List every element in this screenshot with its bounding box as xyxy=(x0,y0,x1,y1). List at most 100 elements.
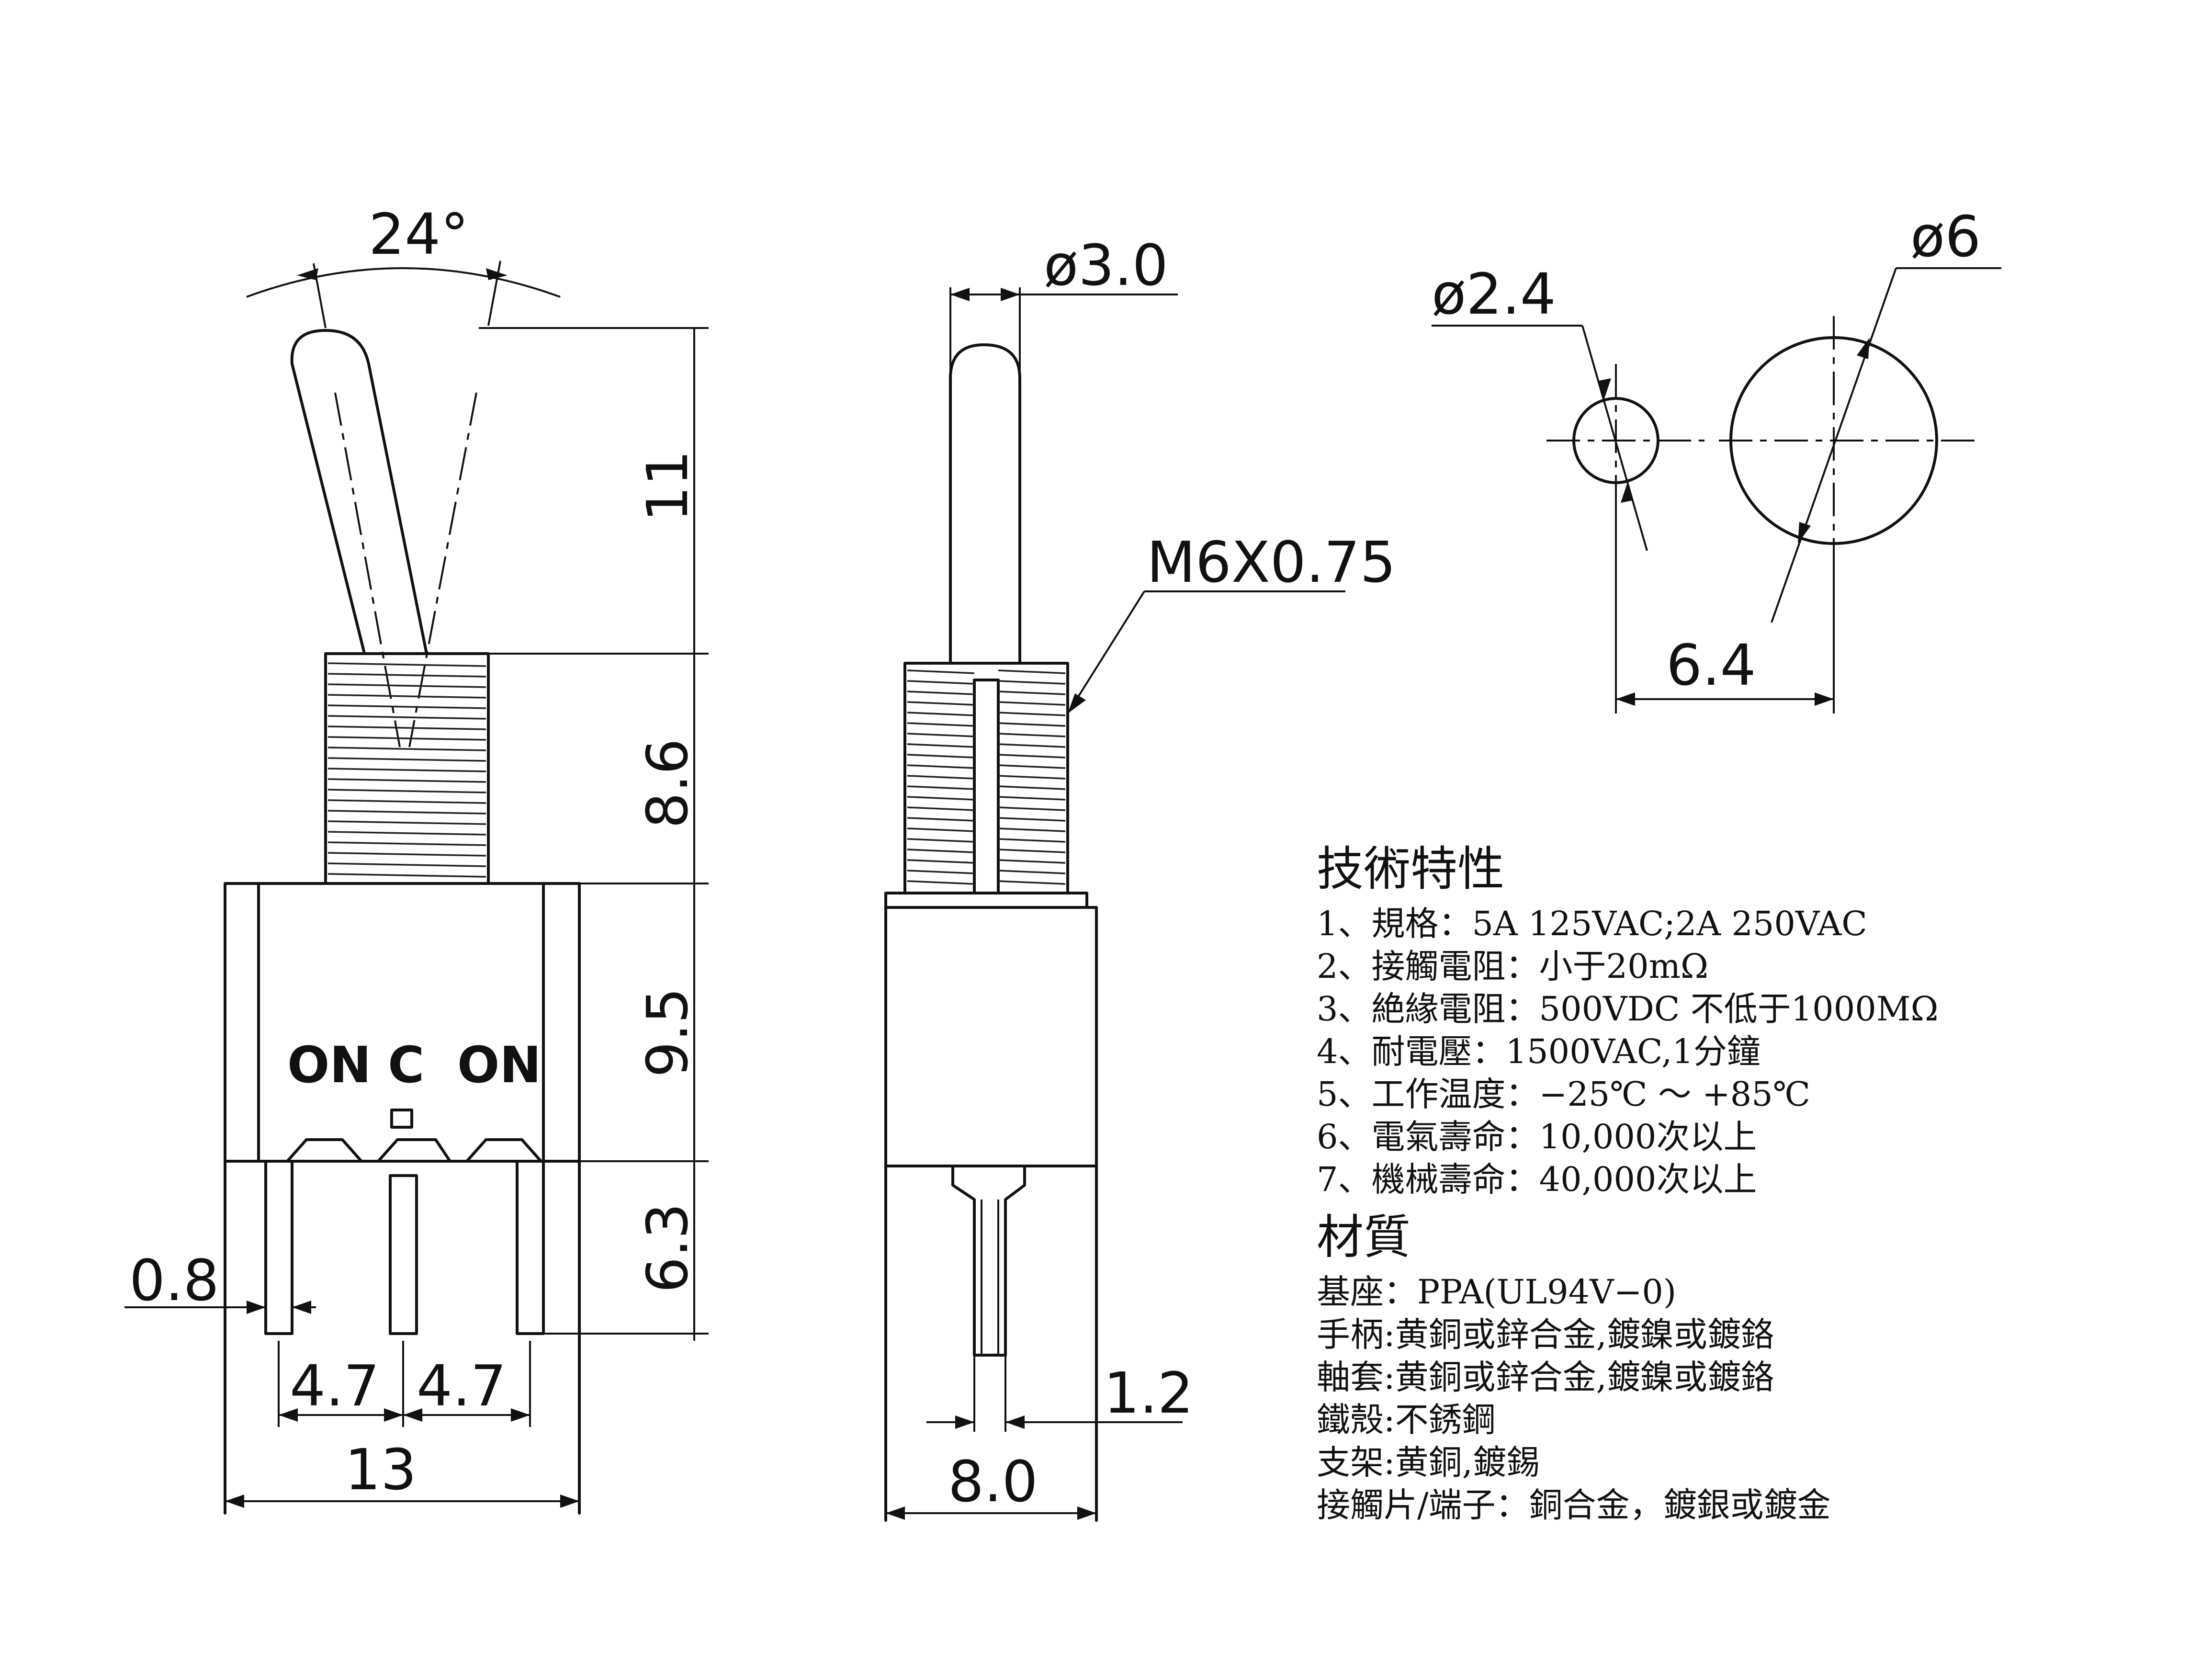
thread-line xyxy=(998,691,1066,695)
lever xyxy=(290,329,428,653)
front-view: 24° ON C ON 11 8.6 9.5 6.3 xyxy=(124,201,709,1515)
thread-line xyxy=(907,680,975,685)
thread-line xyxy=(327,810,486,815)
material-item: 鐵殼:不銹鋼 xyxy=(1317,1400,1496,1439)
thread-line xyxy=(907,754,975,759)
thread-line xyxy=(907,691,975,695)
dim-side-body-width: 8.0 xyxy=(948,1449,1038,1515)
thread-line xyxy=(907,712,975,716)
side-bushing-threads xyxy=(907,669,1066,885)
tech-list: 1、規格：5A 125VAC;2A 250VAC 2、接觸電阻：小于20mΩ 3… xyxy=(1317,903,2178,1201)
pin-center xyxy=(389,1174,418,1335)
thread-line xyxy=(998,785,1066,790)
marking-center: C xyxy=(388,1036,424,1094)
thread-line xyxy=(327,841,486,846)
thread-line xyxy=(998,733,1066,737)
side-view: ø3.0 M6X0.75 1.2 8.0 xyxy=(884,232,1396,1522)
thread-line xyxy=(327,694,486,699)
material-item: 軸套:黄銅或鋅合金,鍍鎳或鍍鉻 xyxy=(1317,1358,1774,1397)
thread-line xyxy=(998,669,1066,674)
hole-large-label: ø6 xyxy=(1910,204,1981,270)
marking-on-left: ON xyxy=(287,1036,371,1094)
material-list: 基座：PPA(UL94V−0) 手柄:黄銅或鋅合金,鍍鎳或鍍鉻 軸套:黄銅或鋅合… xyxy=(1317,1271,2178,1527)
dim-pin-length: 6.3 xyxy=(634,1203,700,1293)
thread-line xyxy=(327,789,486,793)
thread-line xyxy=(998,764,1066,769)
thread-line xyxy=(998,775,1066,780)
thread-line xyxy=(998,859,1066,864)
thread-line xyxy=(327,778,486,783)
thread-line xyxy=(998,743,1066,748)
dim-lever-diameter: ø3.0 xyxy=(1044,232,1168,298)
bushing-threads xyxy=(327,662,486,878)
lever-angle-arc xyxy=(246,267,561,298)
dim-bushing-length: 8.6 xyxy=(634,738,700,828)
side-body xyxy=(884,906,1098,1167)
dim-body-height: 9.5 xyxy=(634,987,700,1077)
thread-line xyxy=(998,796,1066,801)
thread-line xyxy=(998,722,1066,727)
thread-line xyxy=(327,715,486,720)
tech-item: 3、絶緣電阻：500VDC 不低于1000MΩ xyxy=(1317,989,1939,1029)
center-dot xyxy=(390,1109,413,1129)
dim-body-width: 13 xyxy=(345,1437,417,1503)
dim-pitch-right: 4.7 xyxy=(417,1353,507,1419)
marking-on-right: ON xyxy=(457,1036,541,1094)
thread-line xyxy=(998,701,1066,706)
thread-line xyxy=(327,820,486,825)
thread-line xyxy=(907,838,975,843)
thread-line xyxy=(907,880,975,885)
thread-line xyxy=(907,733,975,737)
dim-pin-width: 0.8 xyxy=(129,1247,219,1313)
mounting-holes: ø2.4 ø6 6.4 xyxy=(1432,204,2001,713)
side-body-collar xyxy=(884,892,1088,909)
thread-line xyxy=(998,849,1066,853)
thread-line xyxy=(998,870,1066,874)
thread-line xyxy=(998,680,1066,685)
thread-line xyxy=(907,775,975,780)
thread-line xyxy=(327,747,486,751)
tech-item: 4、耐電壓：1500VAC,1分鐘 xyxy=(1317,1032,1761,1071)
thread-line xyxy=(907,701,975,706)
material-title: 材質 xyxy=(1317,1210,1411,1265)
thread-line xyxy=(907,743,975,748)
material-item: 接觸片/端子：銅合金，鍍銀或鍍金 xyxy=(1317,1485,1831,1525)
tech-item: 2、接觸電阻：小于20mΩ xyxy=(1317,947,1709,986)
hole-spacing-label: 6.4 xyxy=(1666,632,1756,698)
thread-line xyxy=(998,838,1066,843)
thread-line xyxy=(998,817,1066,822)
thread-line xyxy=(907,870,975,874)
thread-line xyxy=(907,785,975,790)
thread-line xyxy=(907,859,975,864)
thread-line xyxy=(327,799,486,804)
dim-side-pin-width: 1.2 xyxy=(1104,1360,1194,1426)
pin-left xyxy=(264,1160,293,1335)
pin-right xyxy=(516,1160,545,1335)
thread-line xyxy=(327,704,486,709)
hole-small-label: ø2.4 xyxy=(1432,261,1556,327)
base-lip xyxy=(224,1138,581,1515)
tech-item: 1、規格：5A 125VAC;2A 250VAC xyxy=(1317,904,1867,943)
tech-item: 5、工作温度：−25℃ ～ +85℃ xyxy=(1317,1075,1811,1114)
thread-line xyxy=(998,827,1066,832)
thread-line xyxy=(907,722,975,727)
material-item: 手柄:黄銅或鋅合金,鍍鎳或鍍鉻 xyxy=(1317,1315,1774,1354)
thread-line xyxy=(998,754,1066,759)
thread-line xyxy=(907,764,975,769)
thread-line xyxy=(907,796,975,801)
thread-line xyxy=(998,880,1066,885)
thread-spec-label: M6X0.75 xyxy=(1147,529,1396,595)
thread-line xyxy=(327,768,486,772)
thread-line xyxy=(907,849,975,853)
switch-body xyxy=(224,882,581,1163)
material-item: 支架:黄銅,鍍錫 xyxy=(1317,1443,1540,1482)
dim-pitch-left: 4.7 xyxy=(290,1353,380,1419)
tech-item: 7、機械壽命：40,000次以上 xyxy=(1317,1160,1757,1199)
thread-line xyxy=(327,852,486,857)
thread-line xyxy=(327,736,486,741)
spec-panel: 技術特性 1、規格：5A 125VAC;2A 250VAC 2、接觸電阻：小于2… xyxy=(1317,836,2178,1527)
thread-line xyxy=(327,725,486,730)
thread-line xyxy=(327,831,486,836)
dim-lever-length: 11 xyxy=(634,450,700,522)
